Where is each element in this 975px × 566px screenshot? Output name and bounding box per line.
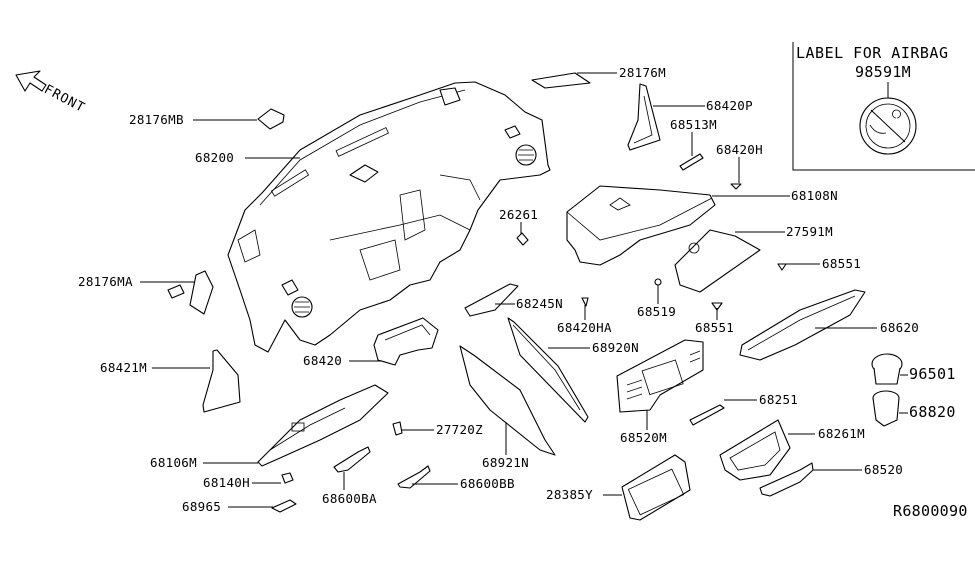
diagram-reference-code: R6800090	[893, 502, 968, 520]
part-68106M	[203, 384, 389, 467]
label-68108N: 68108N	[791, 188, 838, 203]
part-27591M	[674, 229, 785, 293]
label-68420P: 68420P	[706, 98, 753, 113]
label-68200: 68200	[195, 150, 235, 165]
part-68420H	[730, 157, 742, 190]
part-68513M	[679, 132, 704, 171]
label-68920N: 68920N	[592, 340, 639, 355]
label-27720Z: 27720Z	[436, 422, 483, 437]
label-68600BB: 68600BB	[460, 476, 515, 491]
label-96501: 96501	[909, 365, 956, 383]
part-68600BA-switch	[333, 446, 371, 490]
part-68551-clip-b	[711, 302, 723, 320]
label-28176MA: 28176MA	[78, 274, 133, 289]
part-68420-cluster-lid	[349, 317, 439, 366]
label-68551-upper: 68551	[822, 256, 862, 271]
airbag-label-box	[792, 42, 975, 171]
part-68620-console	[739, 289, 877, 361]
part-68820-cup-liner	[872, 390, 908, 427]
label-68520M: 68520M	[620, 430, 667, 445]
part-68921N	[459, 345, 556, 456]
label-68921N: 68921N	[482, 455, 529, 470]
label-68245N: 68245N	[516, 296, 563, 311]
label-68965: 68965	[182, 499, 222, 514]
airbag-label-title: LABEL FOR AIRBAG	[796, 44, 949, 62]
label-68261M: 68261M	[818, 426, 865, 441]
part-28176MA	[140, 270, 214, 315]
part-27720Z	[392, 421, 434, 436]
label-68513M: 68513M	[670, 117, 717, 132]
part-68965	[228, 499, 297, 513]
part-68421M	[152, 349, 241, 413]
part-68519-screw	[654, 278, 662, 304]
label-68251: 68251	[759, 392, 799, 407]
part-68261M	[719, 419, 815, 481]
part-68600BB-switch	[397, 465, 458, 489]
label-68421M: 68421M	[100, 360, 147, 375]
label-68600BA: 68600BA	[322, 491, 377, 506]
label-68106M: 68106M	[150, 455, 197, 470]
label-28385Y: 28385Y	[546, 487, 593, 502]
part-68420P	[627, 83, 705, 151]
label-68420HA: 68420HA	[557, 320, 612, 335]
part-68251	[689, 399, 757, 426]
label-28176M: 28176M	[619, 65, 666, 80]
label-27591M: 27591M	[786, 224, 833, 239]
label-68820: 68820	[909, 403, 956, 421]
label-68420: 68420	[303, 353, 343, 368]
part-68420HA	[581, 297, 589, 320]
label-68420H: 68420H	[716, 142, 763, 157]
part-68140H	[252, 472, 294, 484]
airbag-label-part-number: 98591M	[855, 63, 911, 81]
part-68520M-center-bezel	[616, 339, 704, 430]
part-26261-bulb	[516, 222, 529, 246]
part-28176MB	[193, 108, 285, 130]
part-68920N	[507, 317, 590, 423]
part-28385Y-bracket	[603, 454, 691, 521]
part-68245N	[464, 283, 519, 317]
front-arrow-icon	[15, 70, 47, 92]
label-28176MB: 28176MB	[129, 112, 184, 127]
airbag-warning-icon	[859, 97, 917, 155]
part-28176M	[531, 72, 617, 89]
part-96501-cup-holder	[871, 353, 908, 385]
label-68620: 68620	[880, 320, 920, 335]
label-68551-lower: 68551	[695, 320, 735, 335]
part-68551-clip-a	[777, 263, 820, 271]
label-68519: 68519	[637, 304, 677, 319]
label-68520: 68520	[864, 462, 904, 477]
label-26261: 26261	[499, 207, 539, 222]
label-68140H: 68140H	[203, 475, 250, 490]
part-68200-instrument-panel	[227, 81, 551, 353]
part-68520	[759, 462, 862, 497]
part-68108N-glove-box	[566, 185, 790, 266]
